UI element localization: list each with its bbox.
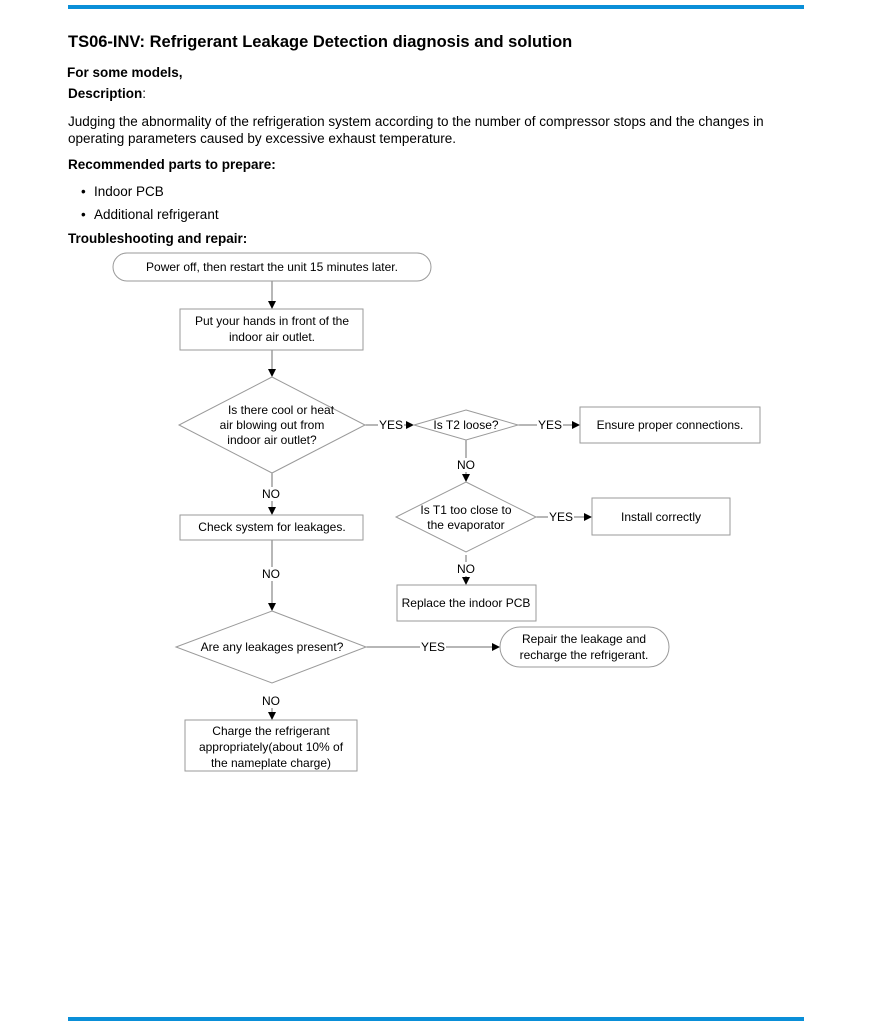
yes-label: YES <box>379 418 403 432</box>
ensure-step: Ensure proper connections. <box>579 406 761 444</box>
arrow-down-icon <box>268 712 276 720</box>
arrow-down-icon <box>462 577 470 585</box>
no-label: NO <box>457 562 475 576</box>
troubleshooting-heading: Troubleshooting and repair: <box>68 231 248 246</box>
parts-item-label: Indoor PCB <box>94 184 164 199</box>
t1-question-line: Is T1 too close to <box>420 503 511 517</box>
flow-arrowheads <box>268 301 592 720</box>
install-step: Install correctly <box>591 497 731 536</box>
connector-labels: YES YES YES YES NO NO NO NO NO <box>259 418 574 708</box>
t2-decision: Is T2 loose? <box>412 409 520 441</box>
bullet-icon: • <box>81 207 86 222</box>
leaks-question: Are any leakages present? <box>201 640 344 654</box>
arrow-down-icon <box>268 507 276 515</box>
ensure-label: Ensure proper connections. <box>597 418 744 432</box>
arrow-right-icon <box>492 643 500 651</box>
arrow-down-icon <box>268 369 276 377</box>
air-question-line: air blowing out from <box>220 418 325 432</box>
arrow-down-icon <box>462 474 470 482</box>
bottom-rule <box>68 1017 804 1021</box>
arrow-right-icon <box>572 421 580 429</box>
charge-label-line: the nameplate charge) <box>211 756 331 770</box>
top-rule <box>68 5 804 9</box>
description-label-text: Description <box>68 86 143 101</box>
start-node: Power off, then restart the unit 15 minu… <box>112 252 432 282</box>
arrow-down-icon <box>268 301 276 309</box>
parts-item: • Indoor PCB <box>81 184 164 199</box>
repair-label-line: Repair the leakage and <box>522 632 646 646</box>
yes-label: YES <box>538 418 562 432</box>
check-leaks-label: Check system for leakages. <box>198 520 345 534</box>
t1-decision: Is T1 too close to the evaporator <box>394 481 538 553</box>
no-label: NO <box>262 694 280 708</box>
no-label: NO <box>262 567 280 581</box>
t2-question: Is T2 loose? <box>433 418 498 432</box>
start-label: Power off, then restart the unit 15 minu… <box>146 260 398 274</box>
t1-question-line: the evaporator <box>427 518 504 532</box>
air-decision: Is there cool or heat air blowing out fr… <box>177 376 367 474</box>
charge-label-line: Charge the refrigerant <box>212 724 330 738</box>
description-text: Judging the abnormality of the refrigera… <box>68 114 764 146</box>
description-label: Description: <box>68 86 146 101</box>
air-question-line: indoor air outlet? <box>227 433 317 447</box>
parts-item-label: Additional refrigerant <box>94 207 219 222</box>
page-title: TS06-INV: Refrigerant Leakage Detection … <box>68 33 573 51</box>
replace-step: Replace the indoor PCB <box>396 584 537 622</box>
arrow-down-icon <box>268 603 276 611</box>
parts-heading: Recommended parts to prepare: <box>68 157 276 172</box>
leaks-decision: Are any leakages present? <box>174 610 368 684</box>
models-note: For some models, <box>67 65 183 80</box>
bullet-icon: • <box>81 184 86 199</box>
replace-label: Replace the indoor PCB <box>402 596 531 610</box>
install-label: Install correctly <box>621 510 701 524</box>
no-label: NO <box>262 487 280 501</box>
hands-step: Put your hands in front of the indoor ai… <box>179 308 364 351</box>
arrow-right-icon <box>406 421 414 429</box>
arrow-right-icon <box>584 513 592 521</box>
parts-item: • Additional refrigerant <box>81 207 219 222</box>
no-label: NO <box>457 458 475 472</box>
air-question-line: Is there cool or heat <box>228 403 335 417</box>
description-colon: : <box>142 86 147 101</box>
charge-label-line: appropriately(about 10% of <box>199 740 344 754</box>
repair-label-line: recharge the refrigerant. <box>520 648 649 662</box>
yes-label: YES <box>421 640 445 654</box>
hands-label-line: Put your hands in front of the <box>195 314 349 328</box>
charge-step: Charge the refrigerant appropriately(abo… <box>184 719 358 772</box>
check-leaks-step: Check system for leakages. <box>179 514 364 541</box>
yes-label: YES <box>549 510 573 524</box>
hands-label-line: indoor air outlet. <box>229 330 315 344</box>
repair-step: Repair the leakage and recharge the refr… <box>499 626 670 668</box>
